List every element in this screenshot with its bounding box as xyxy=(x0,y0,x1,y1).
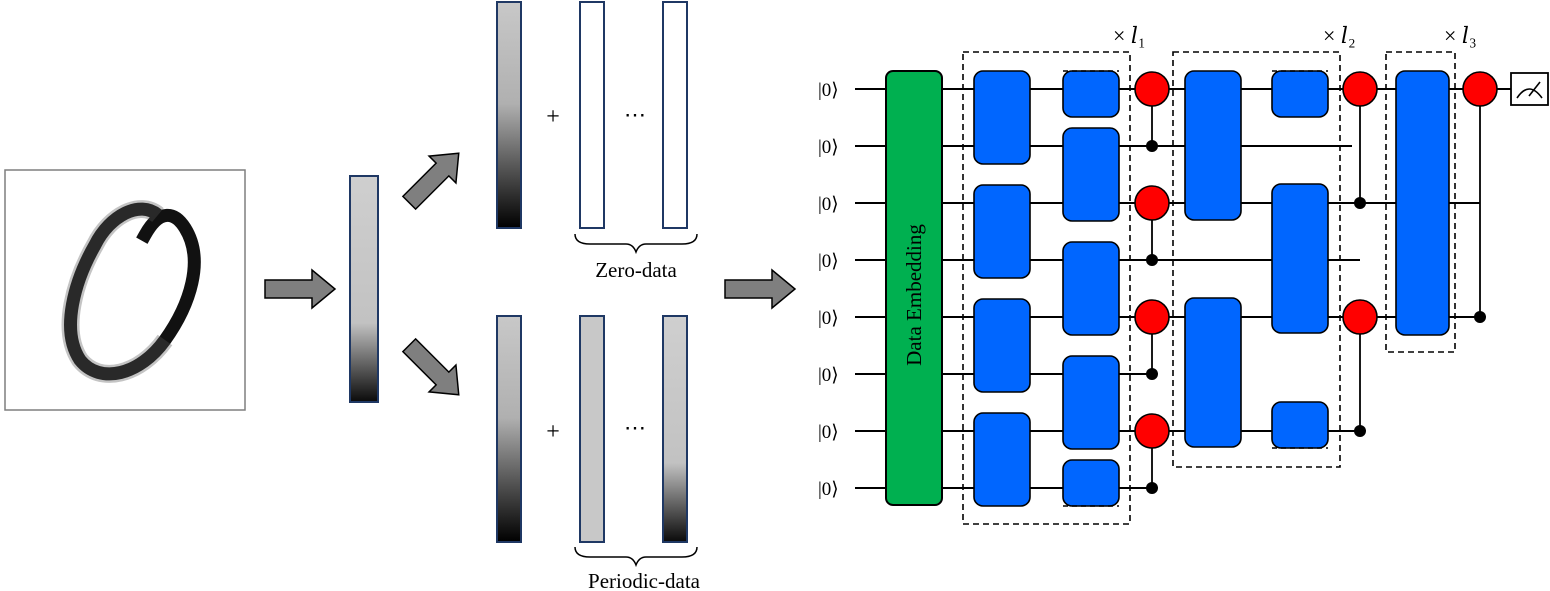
repeat-label-l3: × 𝑙₃ xyxy=(1444,23,1477,48)
convolution-gates xyxy=(973,70,1450,507)
pool-target xyxy=(1342,71,1378,107)
ket-zero-label: |0⟩ xyxy=(818,365,839,386)
conv-gate xyxy=(973,184,1031,279)
repeat-label-l2: × 𝑙₂ xyxy=(1323,23,1356,48)
layer2-frame xyxy=(1172,51,1341,468)
conv-gate xyxy=(973,412,1031,507)
zero-data-brace xyxy=(574,233,698,255)
arrow-to-zero-data xyxy=(401,152,460,211)
quantum-circuit: |0⟩|0⟩|0⟩|0⟩|0⟩|0⟩|0⟩|0⟩ Data Embedding … xyxy=(818,23,1549,525)
arrow-to-circuit xyxy=(724,268,797,310)
layer3-frame xyxy=(1385,51,1456,353)
conv-gate-partial xyxy=(1062,459,1120,507)
ket-zero-label: |0⟩ xyxy=(818,194,839,215)
conv-gate xyxy=(1062,127,1120,222)
ket-zero-label: |0⟩ xyxy=(818,308,839,329)
pool-control-dot xyxy=(1354,197,1366,209)
ket-zero-label: |0⟩ xyxy=(818,422,839,443)
ellipsis: ⋯ xyxy=(624,102,646,127)
conv-gate xyxy=(973,298,1031,393)
zero-data-label: Zero-data xyxy=(595,258,677,282)
ket-zero-label: |0⟩ xyxy=(818,479,839,500)
digit-zero-stroke xyxy=(64,202,201,381)
periodic-data-label: Periodic-data xyxy=(588,569,701,591)
pool-target xyxy=(1134,71,1170,107)
conv-gate-partial xyxy=(1062,70,1120,118)
ket-zero-label: |0⟩ xyxy=(818,251,839,272)
conv-gate xyxy=(973,70,1031,165)
pool-target xyxy=(1134,299,1170,335)
plus-sign: + xyxy=(546,104,560,130)
pool-target xyxy=(1134,413,1170,449)
conv-gate-partial xyxy=(1271,70,1329,118)
plus-sign: + xyxy=(546,419,560,445)
ket-zero-label: |0⟩ xyxy=(818,80,839,101)
pool-control-dot xyxy=(1146,254,1158,266)
flattened-vector xyxy=(349,175,379,403)
zero-vector-n xyxy=(662,1,688,229)
pool-target xyxy=(1462,71,1498,107)
periodic-vector-1 xyxy=(579,315,605,543)
pool-control-dot xyxy=(1474,311,1486,323)
zero-data-group: + ⋯ Zero-data xyxy=(496,1,698,282)
periodic-data-brace xyxy=(574,546,698,568)
pool-target xyxy=(1342,299,1378,335)
conv-gate xyxy=(1062,241,1120,336)
pool-control-dot xyxy=(1146,368,1158,380)
conv-gate xyxy=(1184,70,1242,221)
arrow-to-periodic-data xyxy=(401,337,460,396)
conv-gate xyxy=(1271,183,1329,334)
periodic-data-group: + ⋯ Periodic-data xyxy=(496,315,701,591)
data-embedding-block xyxy=(885,70,943,506)
ellipsis: ⋯ xyxy=(624,415,646,440)
ket-zero-label: |0⟩ xyxy=(818,137,839,158)
zero-vector-1 xyxy=(579,1,605,229)
conv-gate-partial xyxy=(1271,401,1329,449)
arrow-image-to-vector xyxy=(264,268,337,310)
data-vector xyxy=(496,315,522,543)
mnist-digit-image xyxy=(4,169,246,411)
pooling-operations xyxy=(1134,71,1498,494)
measurement-meter-icon xyxy=(1510,72,1549,106)
pool-control-dot xyxy=(1146,140,1158,152)
layer1-frame xyxy=(962,51,1131,525)
qubit-initial-states: |0⟩ |0⟩ |0⟩ |0⟩ |0⟩ |0⟩ |0⟩ |0⟩ xyxy=(818,80,839,500)
conv-gate xyxy=(1062,355,1120,450)
periodic-vector-n xyxy=(662,315,688,543)
data-vector xyxy=(496,1,522,229)
conv-gate xyxy=(1395,70,1450,336)
pool-control-dot xyxy=(1146,482,1158,494)
pool-control-dot xyxy=(1354,425,1366,437)
conv-gate xyxy=(1184,297,1242,448)
data-embedding-label: Data Embedding xyxy=(902,224,926,366)
pool-target xyxy=(1134,185,1170,221)
repeat-label-l1: × 𝑙₁ xyxy=(1113,23,1146,48)
